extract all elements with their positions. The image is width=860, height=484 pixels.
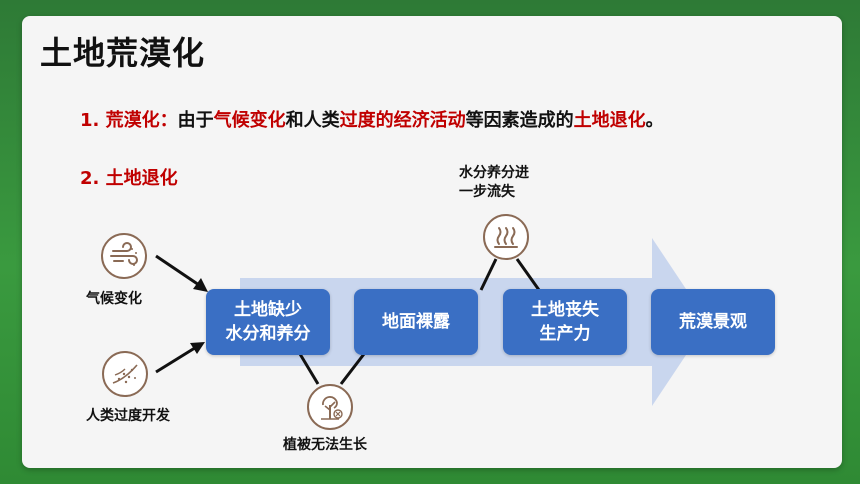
- definition-line: 1. 荒漠化：由于气候变化和人类过度的经济活动等因素造成的土地退化。: [80, 106, 664, 132]
- step-productivity-loss: 土地丧失 生产力: [503, 289, 627, 355]
- definition-number: 1.: [80, 110, 106, 131]
- definition-highlight-economic: 过度的经济活动: [339, 110, 466, 131]
- step-label: 土地丧失 生产力: [531, 300, 599, 344]
- definition-text-1: 由于: [177, 110, 214, 131]
- step-label: 土地缺少 水分和养分: [225, 300, 311, 344]
- step-label: 地面裸露: [382, 312, 450, 332]
- slide-title: 土地荒漠化: [40, 34, 206, 72]
- effect-label-further-loss: 水分养分进 一步流失: [459, 165, 529, 200]
- definition-text-4: 。: [645, 110, 664, 131]
- cause-label-human: 人类过度开发: [86, 408, 170, 424]
- dust-icon: [102, 351, 148, 397]
- connector-bottom-right: [339, 353, 366, 385]
- heat-waves-icon: [483, 214, 529, 260]
- connector-human-arrowhead: [190, 342, 205, 354]
- connector-bottom-left: [298, 353, 320, 385]
- step-bare-ground: 地面裸露: [354, 289, 478, 355]
- connector-climate: [155, 254, 203, 289]
- slide-card: [22, 16, 842, 468]
- definition-colon: ：: [159, 110, 178, 131]
- definition-text-3: 等因素造成的: [465, 110, 574, 131]
- withered-plant-icon: [307, 384, 353, 430]
- definition-text-2: 和人类: [285, 110, 340, 131]
- step-water-nutrient-loss: 土地缺少 水分和养分: [206, 289, 330, 355]
- subheading: 2. 土地退化: [80, 168, 178, 189]
- definition-term: 荒漠化: [105, 110, 160, 131]
- connector-top-right: [515, 258, 541, 291]
- connector-human: [155, 344, 199, 374]
- cause-label-climate: 气候变化: [86, 291, 142, 307]
- effect-label-no-vegetation: 植被无法生长: [283, 437, 367, 453]
- step-desert-landscape: 荒漠景观: [651, 289, 775, 355]
- connector-top-left: [479, 258, 498, 291]
- connector-climate-arrowhead: [193, 278, 208, 292]
- definition-highlight-climate: 气候变化: [213, 110, 286, 131]
- step-label: 荒漠景观: [679, 312, 747, 332]
- wind-icon: [101, 233, 147, 279]
- definition-highlight-degradation: 土地退化: [573, 110, 646, 131]
